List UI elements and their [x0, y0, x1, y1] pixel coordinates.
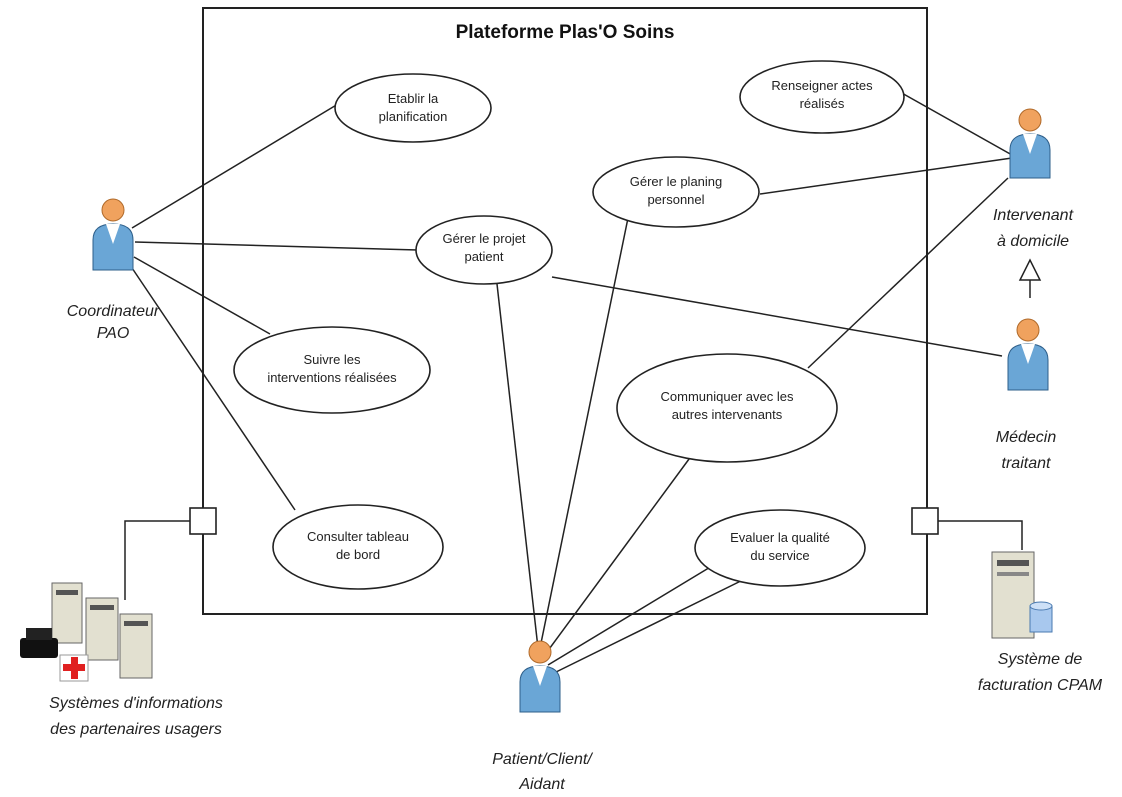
person-icon — [1007, 318, 1049, 391]
usecase-renseigner-actes[interactable]: Renseigner actes réalisés — [739, 60, 905, 134]
svg-text:Evaluer la qualité: Evaluer la qualité — [730, 530, 830, 545]
actor-patient[interactable]: Patient/Client/ Aidant — [492, 640, 593, 793]
system-title: Plateforme Plas'O Soins — [456, 22, 675, 43]
svg-text:PAO: PAO — [97, 325, 130, 342]
svg-text:autres intervenants: autres intervenants — [672, 407, 783, 422]
usecase-gerer-planning[interactable]: Gérer le planing personnel — [592, 156, 760, 228]
svg-text:de bord: de bord — [336, 547, 380, 562]
svg-text:Etablir la: Etablir la — [388, 91, 439, 106]
actor-facturation[interactable]: Système de facturation CPAM — [978, 551, 1103, 694]
svg-text:réalisés: réalisés — [800, 96, 845, 111]
usecase-consulter-tableau[interactable]: Consulter tableau de bord — [272, 504, 444, 590]
svg-text:Consulter tableau: Consulter tableau — [307, 529, 409, 544]
person-icon — [1009, 108, 1051, 179]
actor-medecin[interactable]: Médecin traitant — [996, 318, 1057, 472]
svg-text:du service: du service — [750, 548, 809, 563]
svg-text:planification: planification — [379, 109, 448, 124]
person-icon — [519, 640, 561, 713]
actor-si-partenaires[interactable]: Systèmes d'informations des partenaires … — [20, 582, 223, 738]
usecase-gerer-projet-patient[interactable]: Gérer le projet patient — [415, 215, 553, 285]
database-icon — [1029, 601, 1053, 633]
svg-text:Renseigner actes: Renseigner actes — [771, 78, 873, 93]
port-right — [911, 507, 939, 535]
svg-text:Suivre les: Suivre les — [303, 352, 361, 367]
usecase-evaluer-qualite[interactable]: Evaluer la qualité du service — [694, 509, 866, 587]
actor-coordinateur[interactable]: Coordinateur PAO — [67, 198, 160, 342]
medical-cross-icon — [59, 654, 89, 682]
svg-text:Coordinateur: Coordinateur — [67, 303, 160, 320]
svg-text:des partenaires usagers: des partenaires usagers — [50, 721, 222, 738]
printer-icon — [20, 628, 58, 658]
svg-text:traitant: traitant — [1002, 455, 1051, 472]
svg-text:à domicile: à domicile — [997, 233, 1069, 250]
actor-intervenant[interactable]: Intervenant à domicile — [993, 108, 1074, 250]
usecase-communiquer[interactable]: Communiquer avec les autres intervenants — [616, 353, 838, 463]
svg-text:patient: patient — [464, 249, 503, 264]
svg-text:personnel: personnel — [647, 192, 704, 207]
svg-text:Gérer le planing: Gérer le planing — [630, 174, 723, 189]
svg-text:Médecin: Médecin — [996, 429, 1057, 446]
usecase-planification[interactable]: Etablir la planification — [334, 73, 492, 143]
generalization-arrowhead — [1018, 258, 1042, 281]
server-icon — [991, 551, 1035, 639]
server-group-icon — [51, 582, 153, 679]
svg-text:Système de: Système de — [998, 651, 1083, 668]
svg-text:Communiquer avec les: Communiquer avec les — [661, 389, 794, 404]
usecase-suivre-interventions[interactable]: Suivre les interventions réalisées — [233, 326, 431, 414]
svg-text:Systèmes d'informations: Systèmes d'informations — [49, 695, 223, 712]
svg-text:Gérer le projet: Gérer le projet — [442, 231, 525, 246]
svg-text:interventions réalisées: interventions réalisées — [267, 370, 397, 385]
svg-text:facturation CPAM: facturation CPAM — [978, 677, 1103, 694]
svg-text:Patient/Client/: Patient/Client/ — [492, 751, 593, 768]
svg-text:Intervenant: Intervenant — [993, 207, 1074, 224]
system-boundary — [202, 7, 928, 615]
port-left — [189, 507, 217, 535]
person-icon — [92, 198, 134, 271]
associations — [124, 91, 1042, 675]
svg-text:Aidant: Aidant — [518, 776, 565, 793]
